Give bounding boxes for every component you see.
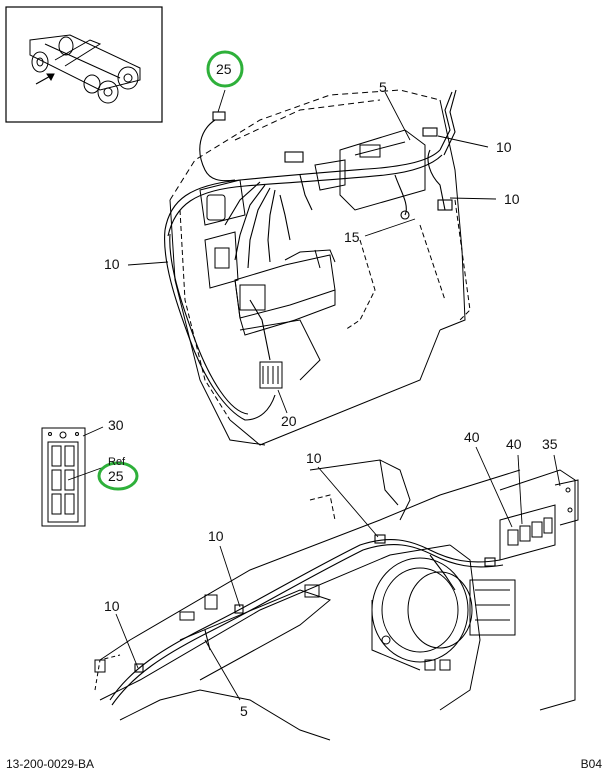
callout-5-top: 5 — [379, 79, 387, 95]
page-code: B04 — [580, 757, 602, 771]
upper-panel-assembly — [169, 89, 471, 446]
callout-10-left: 10 — [104, 256, 120, 272]
upper-wire-harness — [164, 89, 457, 421]
chassis-locator-sketch — [29, 34, 141, 104]
highlight-circle-25-ref — [97, 461, 139, 491]
callout-10-c: 10 — [208, 528, 224, 544]
callout-35: 35 — [542, 436, 558, 452]
document-id: 13-200-0029-BA — [6, 757, 95, 771]
callout-40-b: 40 — [506, 436, 522, 452]
lower-wire-harness — [109, 534, 504, 706]
callout-25-top: 25 — [216, 61, 232, 77]
callout-30: 30 — [108, 417, 124, 433]
highlight-circle-25-top — [206, 50, 244, 88]
callout-25-ref: 25 — [108, 468, 124, 484]
callout-leaders — [67, 89, 561, 701]
callout-40-a: 40 — [464, 429, 480, 445]
ref-label: Ref — [108, 456, 126, 468]
locator-inset-frame — [5, 6, 163, 123]
callout-10-a: 10 — [496, 139, 512, 155]
callout-10-d: 10 — [104, 598, 120, 614]
callout-15: 15 — [344, 229, 360, 245]
callout-10-b: 10 — [504, 191, 520, 207]
lower-chassis-assembly — [94, 459, 579, 741]
callout-5-bottom: 5 — [240, 703, 248, 719]
control-panel-part-30 — [41, 427, 86, 527]
callout-20: 20 — [281, 413, 297, 429]
callout-10-mid: 10 — [306, 450, 322, 466]
